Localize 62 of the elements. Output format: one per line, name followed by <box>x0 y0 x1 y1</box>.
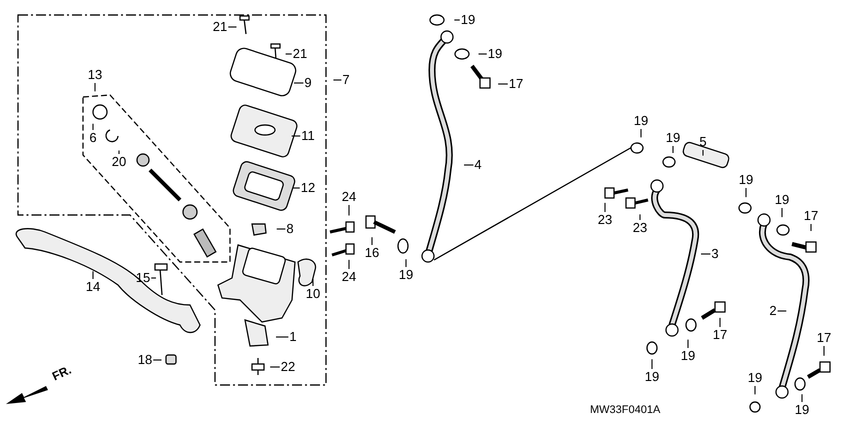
callout-number: 5 <box>699 135 707 149</box>
callout-number: 19 <box>644 370 660 384</box>
callout-number: 19 <box>488 47 502 61</box>
leader-line <box>604 202 606 212</box>
callout-number: 19 <box>666 131 680 145</box>
callout-number: 19 <box>738 173 754 187</box>
leader-line <box>94 82 96 92</box>
callout-number: 23 <box>632 221 648 235</box>
leader-line <box>228 26 237 28</box>
leader-line <box>672 146 674 154</box>
callout-number: 16 <box>364 246 380 260</box>
callout-number: 2 <box>769 304 777 318</box>
leader-line <box>276 228 286 230</box>
callout-number: 8 <box>286 222 294 236</box>
leader-line <box>464 164 474 166</box>
callout-number: 6 <box>89 131 97 145</box>
leader-line <box>312 278 314 286</box>
leader-line <box>92 123 94 130</box>
callout-number: 17 <box>712 328 728 342</box>
leader-line <box>92 270 94 280</box>
callout-number: 21 <box>292 47 308 61</box>
callout-number: 11 <box>301 129 315 143</box>
callout-number: 19 <box>398 268 414 282</box>
callout-number: 18 <box>138 353 152 367</box>
callout-number: 17 <box>804 209 818 223</box>
diagram-code: MW33F0401A <box>590 404 660 416</box>
callout-number: 1 <box>289 330 297 344</box>
callout-number: 24 <box>342 270 356 284</box>
callout-number: 19 <box>634 114 648 128</box>
callout-number: 19 <box>794 403 810 417</box>
leader-line <box>348 204 350 216</box>
callout-number: 19 <box>460 13 476 27</box>
callout-number: 12 <box>300 181 316 195</box>
callout-number: 13 <box>88 68 102 82</box>
callout-number: 14 <box>86 280 100 294</box>
callout-number: 24 <box>342 190 356 204</box>
callout-number: 22 <box>280 360 296 374</box>
callout-number: 15 <box>136 271 150 285</box>
callout-number: 17 <box>816 331 832 345</box>
leader-line <box>270 366 280 368</box>
leader-line <box>702 150 704 156</box>
callout-number: 17 <box>508 77 524 91</box>
callout-number: 20 <box>112 155 126 169</box>
callout-number: 19 <box>774 193 790 207</box>
callout-number: 10 <box>306 287 320 301</box>
leader-line <box>754 386 756 395</box>
callout-number: 23 <box>598 213 612 227</box>
leader-line <box>294 82 304 84</box>
callout-number: 19 <box>680 349 696 363</box>
leader-line <box>640 128 642 138</box>
leader-line <box>810 224 812 232</box>
callout-number: 9 <box>304 76 312 90</box>
leader-line <box>777 310 787 312</box>
leader-line <box>276 336 289 338</box>
callout-number: 19 <box>748 371 762 385</box>
direction-label: FR. <box>50 362 74 384</box>
callout-number: 4 <box>474 158 482 172</box>
leader-line <box>118 150 120 154</box>
callout-number: 21 <box>212 20 228 34</box>
callout-number: 7 <box>342 73 350 87</box>
leader-line <box>348 259 350 270</box>
callout-number: 3 <box>711 247 719 261</box>
